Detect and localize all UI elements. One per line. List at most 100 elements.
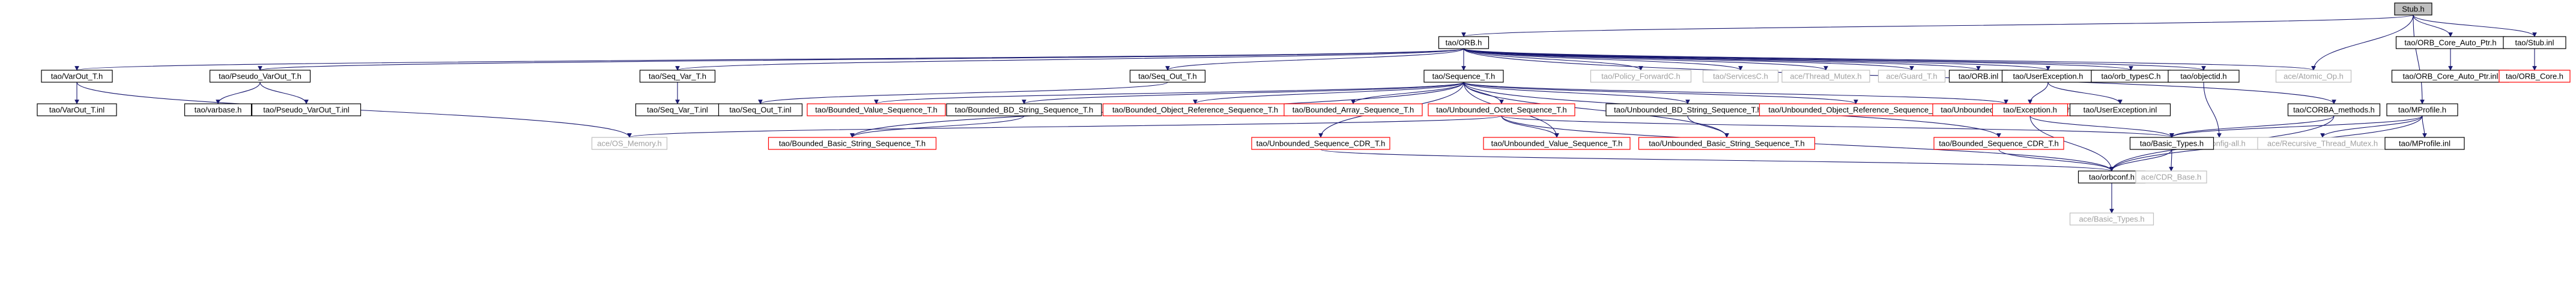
- node-label: tao/ORB.inl: [1959, 72, 1999, 81]
- node-box: [2069, 103, 2171, 116]
- edge-mprofile-h-to-basic-types-h: [2169, 115, 2423, 138]
- node-bounded-array-sequence-t-h[interactable]: tao/Bounded_Array_Sequence_T.h: [1283, 103, 1423, 116]
- node-orb-core-auto-ptr-h[interactable]: tao/ORB_Core_Auto_Ptr.h: [2395, 36, 2506, 49]
- node-mprofile-inl[interactable]: tao/MProfile.inl: [2384, 137, 2465, 150]
- edge-arrow: [1463, 48, 2206, 71]
- edge-arrow: [2169, 115, 2423, 138]
- node-varout-t-h[interactable]: tao/VarOut_T.h: [41, 70, 113, 83]
- node-unbounded-basic-string-sequence-t-h[interactable]: tao/Unbounded_Basic_String_Sequence_T.h: [1638, 137, 1816, 150]
- node-stub-h[interactable]: Stub.h: [2394, 2, 2432, 16]
- node-exception-h[interactable]: tao/Exception.h: [1992, 103, 2068, 116]
- edge-arrow: [2413, 14, 2453, 37]
- edge-arrow: [2422, 115, 2427, 138]
- edge-sequence-t-h-to-unbounded-bd-string-sequence-t-h: [1463, 82, 1690, 104]
- node-atomic-op-h: ace/Atomic_Op.h: [2275, 70, 2352, 83]
- edge-orb-h-to-pseudo-varout-t-h: [258, 48, 1464, 71]
- node-varout-t-inl[interactable]: tao/VarOut_T.inl: [37, 103, 117, 116]
- node-sequence-t-h[interactable]: tao/Sequence_T.h: [1423, 70, 1504, 83]
- node-box: [2499, 70, 2571, 83]
- node-label: tao/Unbounded_Basic_String_Sequence_T.h: [1649, 139, 1804, 148]
- node-label: tao/Bounded_BD_String_Sequence_T.h: [955, 106, 1094, 115]
- node-unbounded-octet-sequence-t-h[interactable]: tao/Unbounded_Octet_Sequence_T.h: [1428, 103, 1575, 116]
- edge-arrow: [2203, 82, 2222, 138]
- node-orb-core-h[interactable]: tao/ORB_Core.h: [2499, 70, 2571, 83]
- node-bounded-sequence-cdr-t-h[interactable]: tao/Bounded_Sequence_CDR_T.h: [1933, 137, 2064, 150]
- node-orb-h[interactable]: tao/ORB.h: [1438, 36, 1490, 49]
- node-stub-inl[interactable]: tao/Stub.inl: [2503, 36, 2566, 49]
- node-pseudo-varout-t-h[interactable]: tao/Pseudo_VarOut_T.h: [209, 70, 311, 83]
- edge-arrow: [758, 82, 1168, 104]
- node-bounded-value-sequence-t-h[interactable]: tao/Bounded_Value_Sequence_T.h: [807, 103, 946, 116]
- node-box: [2275, 70, 2352, 83]
- node-pseudo-varout-t-inl[interactable]: tao/Pseudo_VarOut_T.inl: [251, 103, 362, 116]
- edge-bounded-sequence-cdr-t-h-to-orbconf-h: [1998, 149, 2114, 172]
- node-unbounded-bd-string-sequence-t-h[interactable]: tao/Unbounded_BD_String_Sequence_T.h: [1605, 103, 1770, 116]
- edge-stub-h-to-mprofile-h: [2413, 14, 2425, 104]
- node-box: [1438, 36, 1490, 49]
- edge-arrow: [2028, 82, 2049, 104]
- edge-unbounded-octet-sequence-t-h-to-basic-types-h: [1501, 115, 2174, 138]
- edge-stub-h-to-orb-h: [1461, 14, 2414, 37]
- node-label: tao/Unbounded_Value_Sequence_T.h: [1491, 139, 1623, 148]
- node-policy-forwardc-h: tao/Policy_ForwardC.h: [1590, 70, 1692, 83]
- node-varbase-h[interactable]: tao/varbase.h: [184, 103, 252, 116]
- node-label: tao/MProfile.inl: [2399, 139, 2450, 148]
- node-unbounded-object-reference-sequence-t-h[interactable]: tao/Unbounded_Object_Reference_Sequence_…: [1759, 103, 1953, 116]
- node-label: tao/ServicesC.h: [1713, 72, 1768, 81]
- node-unbounded-value-sequence-t-h[interactable]: tao/Unbounded_Value_Sequence_T.h: [1483, 137, 1631, 150]
- node-bounded-object-reference-sequence-t-h[interactable]: tao/Bounded_Object_Reference_Sequence_T.…: [1102, 103, 1288, 116]
- edge-arrow: [1687, 115, 1729, 138]
- node-seq-out-t-inl[interactable]: tao/Seq_Out_T.inl: [718, 103, 803, 116]
- edge-arrow: [2109, 149, 2172, 172]
- edge-basic-types-h-to-cdr-base-h: [2169, 149, 2174, 172]
- node-basic-types-h[interactable]: tao/Basic_Types.h: [2129, 137, 2214, 150]
- node-label: ace/CDR_Base.h: [2141, 173, 2201, 182]
- node-cdr-base-h: ace/CDR_Base.h: [2135, 170, 2207, 184]
- node-userexception-h[interactable]: tao/UserException.h: [2001, 70, 2095, 83]
- node-servicesc-h: tao/ServicesC.h: [1702, 70, 1779, 83]
- node-orb-inl[interactable]: tao/ORB.inl: [1948, 70, 2008, 83]
- edge-exception-h-to-basic-types-h: [2029, 115, 2174, 138]
- node-box: [1781, 70, 1870, 83]
- node-orbconf-h[interactable]: tao/orbconf.h: [2077, 170, 2146, 184]
- edge-orb-h-to-varout-t-h: [75, 48, 1464, 71]
- node-orb-core-auto-ptr-inl[interactable]: tao/ORB_Core_Auto_Ptr.inl: [2391, 70, 2510, 83]
- node-orb-typesc-h[interactable]: tao/orb_typesC.h: [2091, 70, 2171, 83]
- edge-arrow: [1351, 82, 1464, 104]
- edge-mprofile-h-to-recursive-thread-mutex-h: [2320, 115, 2423, 138]
- node-mprofile-h[interactable]: tao/MProfile.h: [2386, 103, 2458, 116]
- node-label: ace/OS_Memory.h: [597, 139, 661, 148]
- edge-arrow: [1463, 48, 2133, 71]
- node-bounded-bd-string-sequence-t-h[interactable]: tao/Bounded_BD_String_Sequence_T.h: [946, 103, 1102, 116]
- node-seq-var-t-h[interactable]: tao/Seq_Var_T.h: [639, 70, 716, 83]
- node-box: [1877, 70, 1946, 83]
- node-box: [1283, 103, 1423, 116]
- edge-userexception-h-to-exception-h: [2028, 82, 2049, 104]
- edge-arrow: [1320, 149, 2114, 172]
- edge-arrow: [75, 48, 1464, 71]
- node-userexception-inl[interactable]: tao/UserException.inl: [2069, 103, 2171, 116]
- node-objectid-h[interactable]: tao/objectid.h: [2168, 70, 2240, 83]
- node-bounded-basic-string-sequence-t-h[interactable]: tao/Bounded_Basic_String_Sequence_T.h: [768, 137, 937, 150]
- node-box: [37, 103, 117, 116]
- node-corba-methods-h[interactable]: tao/CORBA_methods.h: [2287, 103, 2381, 116]
- node-box: [1129, 70, 1206, 83]
- node-label: tao/Sequence_T.h: [1432, 72, 1496, 81]
- node-label: tao/Seq_Out_T.inl: [729, 106, 791, 115]
- node-box: [1428, 103, 1575, 116]
- node-box: [1702, 70, 1779, 83]
- node-label: tao/VarOut_T.h: [51, 72, 103, 81]
- node-label: ace/Basic_Types.h: [2079, 215, 2144, 224]
- edge-pseudo-varout-t-h-to-varbase-h: [216, 82, 261, 104]
- edge-arrow: [1463, 48, 1828, 71]
- edge-arrow: [2311, 14, 2414, 71]
- edge-mprofile-h-to-mprofile-inl: [2422, 115, 2427, 138]
- node-box: [2168, 70, 2240, 83]
- edge-unbounded-octet-sequence-t-h-to-os-memory-h: [627, 115, 1502, 138]
- node-seq-out-t-h[interactable]: tao/Seq_Out_T.h: [1129, 70, 1206, 83]
- node-label: tao/Pseudo_VarOut_T.inl: [263, 106, 350, 115]
- node-unbounded-sequence-cdr-t-h[interactable]: tao/Unbounded_Sequence_CDR_T.h: [1251, 137, 1390, 150]
- node-seq-var-t-inl[interactable]: tao/Seq_Var_T.inl: [635, 103, 720, 116]
- edge-unbounded-bd-string-sequence-t-h-to-unbounded-basic-string-sequence-t-h: [1687, 115, 1729, 138]
